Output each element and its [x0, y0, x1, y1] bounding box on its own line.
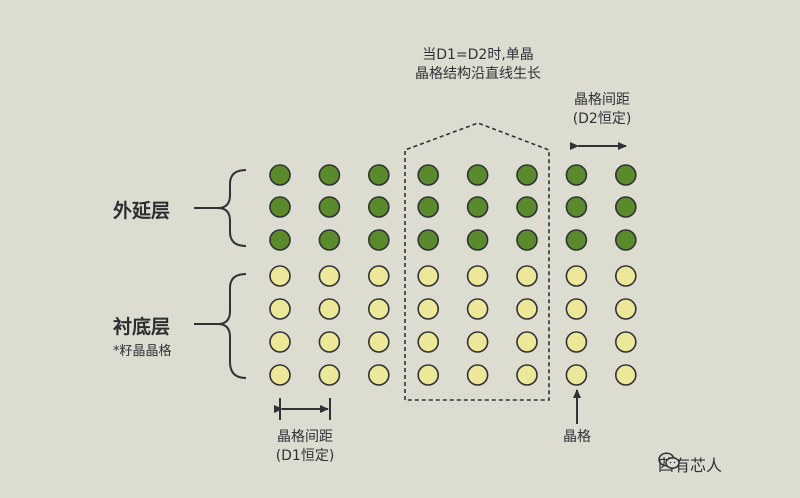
substrate-brace	[217, 273, 247, 379]
epitaxial-atom	[318, 164, 341, 186]
epitaxial-atom	[269, 229, 291, 251]
substrate-sublabel: *籽晶晶格	[113, 344, 172, 359]
epitaxial-layer-label: 外延层	[113, 200, 171, 222]
epitaxial-atom	[565, 164, 588, 186]
substrate-atom	[367, 364, 390, 386]
epitaxial-atom	[417, 229, 440, 251]
substrate-atom	[417, 298, 440, 320]
substrate-atom	[318, 331, 341, 353]
epitaxial-atom	[466, 229, 489, 251]
substrate-atom	[269, 364, 291, 386]
epitaxial-atom	[516, 229, 538, 251]
wechat-icon	[658, 452, 680, 469]
atom-grid	[269, 164, 637, 386]
epitaxial-atom	[367, 196, 390, 218]
d1-annotation: 晶格间距 (D1恒定)	[260, 428, 350, 466]
epitaxial-atom	[516, 196, 538, 218]
substrate-atom	[417, 364, 440, 386]
lattice-annotation: 晶格	[563, 429, 591, 445]
epitaxial-atom	[367, 229, 390, 251]
substrate-atom	[614, 364, 637, 386]
d2-annotation: 晶格间距 (D2恒定)	[557, 91, 647, 129]
epitaxial-atom	[417, 164, 440, 186]
substrate-atom	[417, 331, 440, 353]
d2-annotation-line2: (D2恒定)	[572, 111, 632, 127]
epitaxial-atom	[516, 164, 538, 186]
epitaxial-brace	[217, 169, 247, 247]
top-note-line1: 当D1=D2时,单晶	[422, 47, 534, 63]
substrate-atom	[614, 331, 637, 353]
watermark: 四有芯人	[658, 452, 722, 476]
substrate-atom	[466, 265, 489, 287]
substrate-atom	[318, 265, 341, 287]
substrate-atom	[466, 298, 489, 320]
substrate-atom	[417, 265, 440, 287]
substrate-atom	[466, 331, 489, 353]
substrate-layer-label: 衬底层	[113, 316, 171, 338]
epitaxial-atom	[269, 196, 291, 218]
substrate-atom	[318, 298, 341, 320]
substrate-atom	[466, 364, 489, 386]
epitaxial-atom	[565, 196, 588, 218]
substrate-atom	[565, 298, 588, 320]
substrate-atom	[565, 265, 588, 287]
epitaxial-atom	[614, 164, 637, 186]
substrate-atom	[269, 298, 291, 320]
substrate-atom	[565, 331, 588, 353]
d1-annotation-line2: (D1恒定)	[275, 448, 335, 464]
epitaxial-atom	[466, 164, 489, 186]
substrate-atom	[367, 331, 390, 353]
epitaxial-atom	[318, 229, 341, 251]
d2-annotation-line1: 晶格间距	[574, 92, 630, 108]
substrate-atom	[516, 298, 538, 320]
epitaxial-atom	[417, 196, 440, 218]
substrate-atom	[269, 331, 291, 353]
epitaxial-atom	[367, 164, 390, 186]
epitaxial-atom	[614, 196, 637, 218]
top-note-line2: 晶格结构沿直线生长	[415, 66, 541, 82]
substrate-atom	[565, 364, 588, 386]
substrate-atom	[516, 331, 538, 353]
epitaxial-atom	[565, 229, 588, 251]
substrate-atom	[367, 298, 390, 320]
growth-direction-outline	[404, 122, 550, 401]
substrate-atom	[516, 364, 538, 386]
substrate-atom	[318, 364, 341, 386]
epitaxial-atom	[614, 229, 637, 251]
epitaxial-atom	[318, 196, 341, 218]
substrate-atom	[269, 265, 291, 287]
d1-annotation-line1: 晶格间距	[277, 429, 333, 445]
substrate-atom	[614, 265, 637, 287]
epitaxial-atom	[269, 164, 291, 186]
substrate-atom	[516, 265, 538, 287]
substrate-atom	[367, 265, 390, 287]
substrate-atom	[614, 298, 637, 320]
top-note: 当D1=D2时,单晶 晶格结构沿直线生长	[398, 46, 558, 84]
epitaxial-atom	[466, 196, 489, 218]
